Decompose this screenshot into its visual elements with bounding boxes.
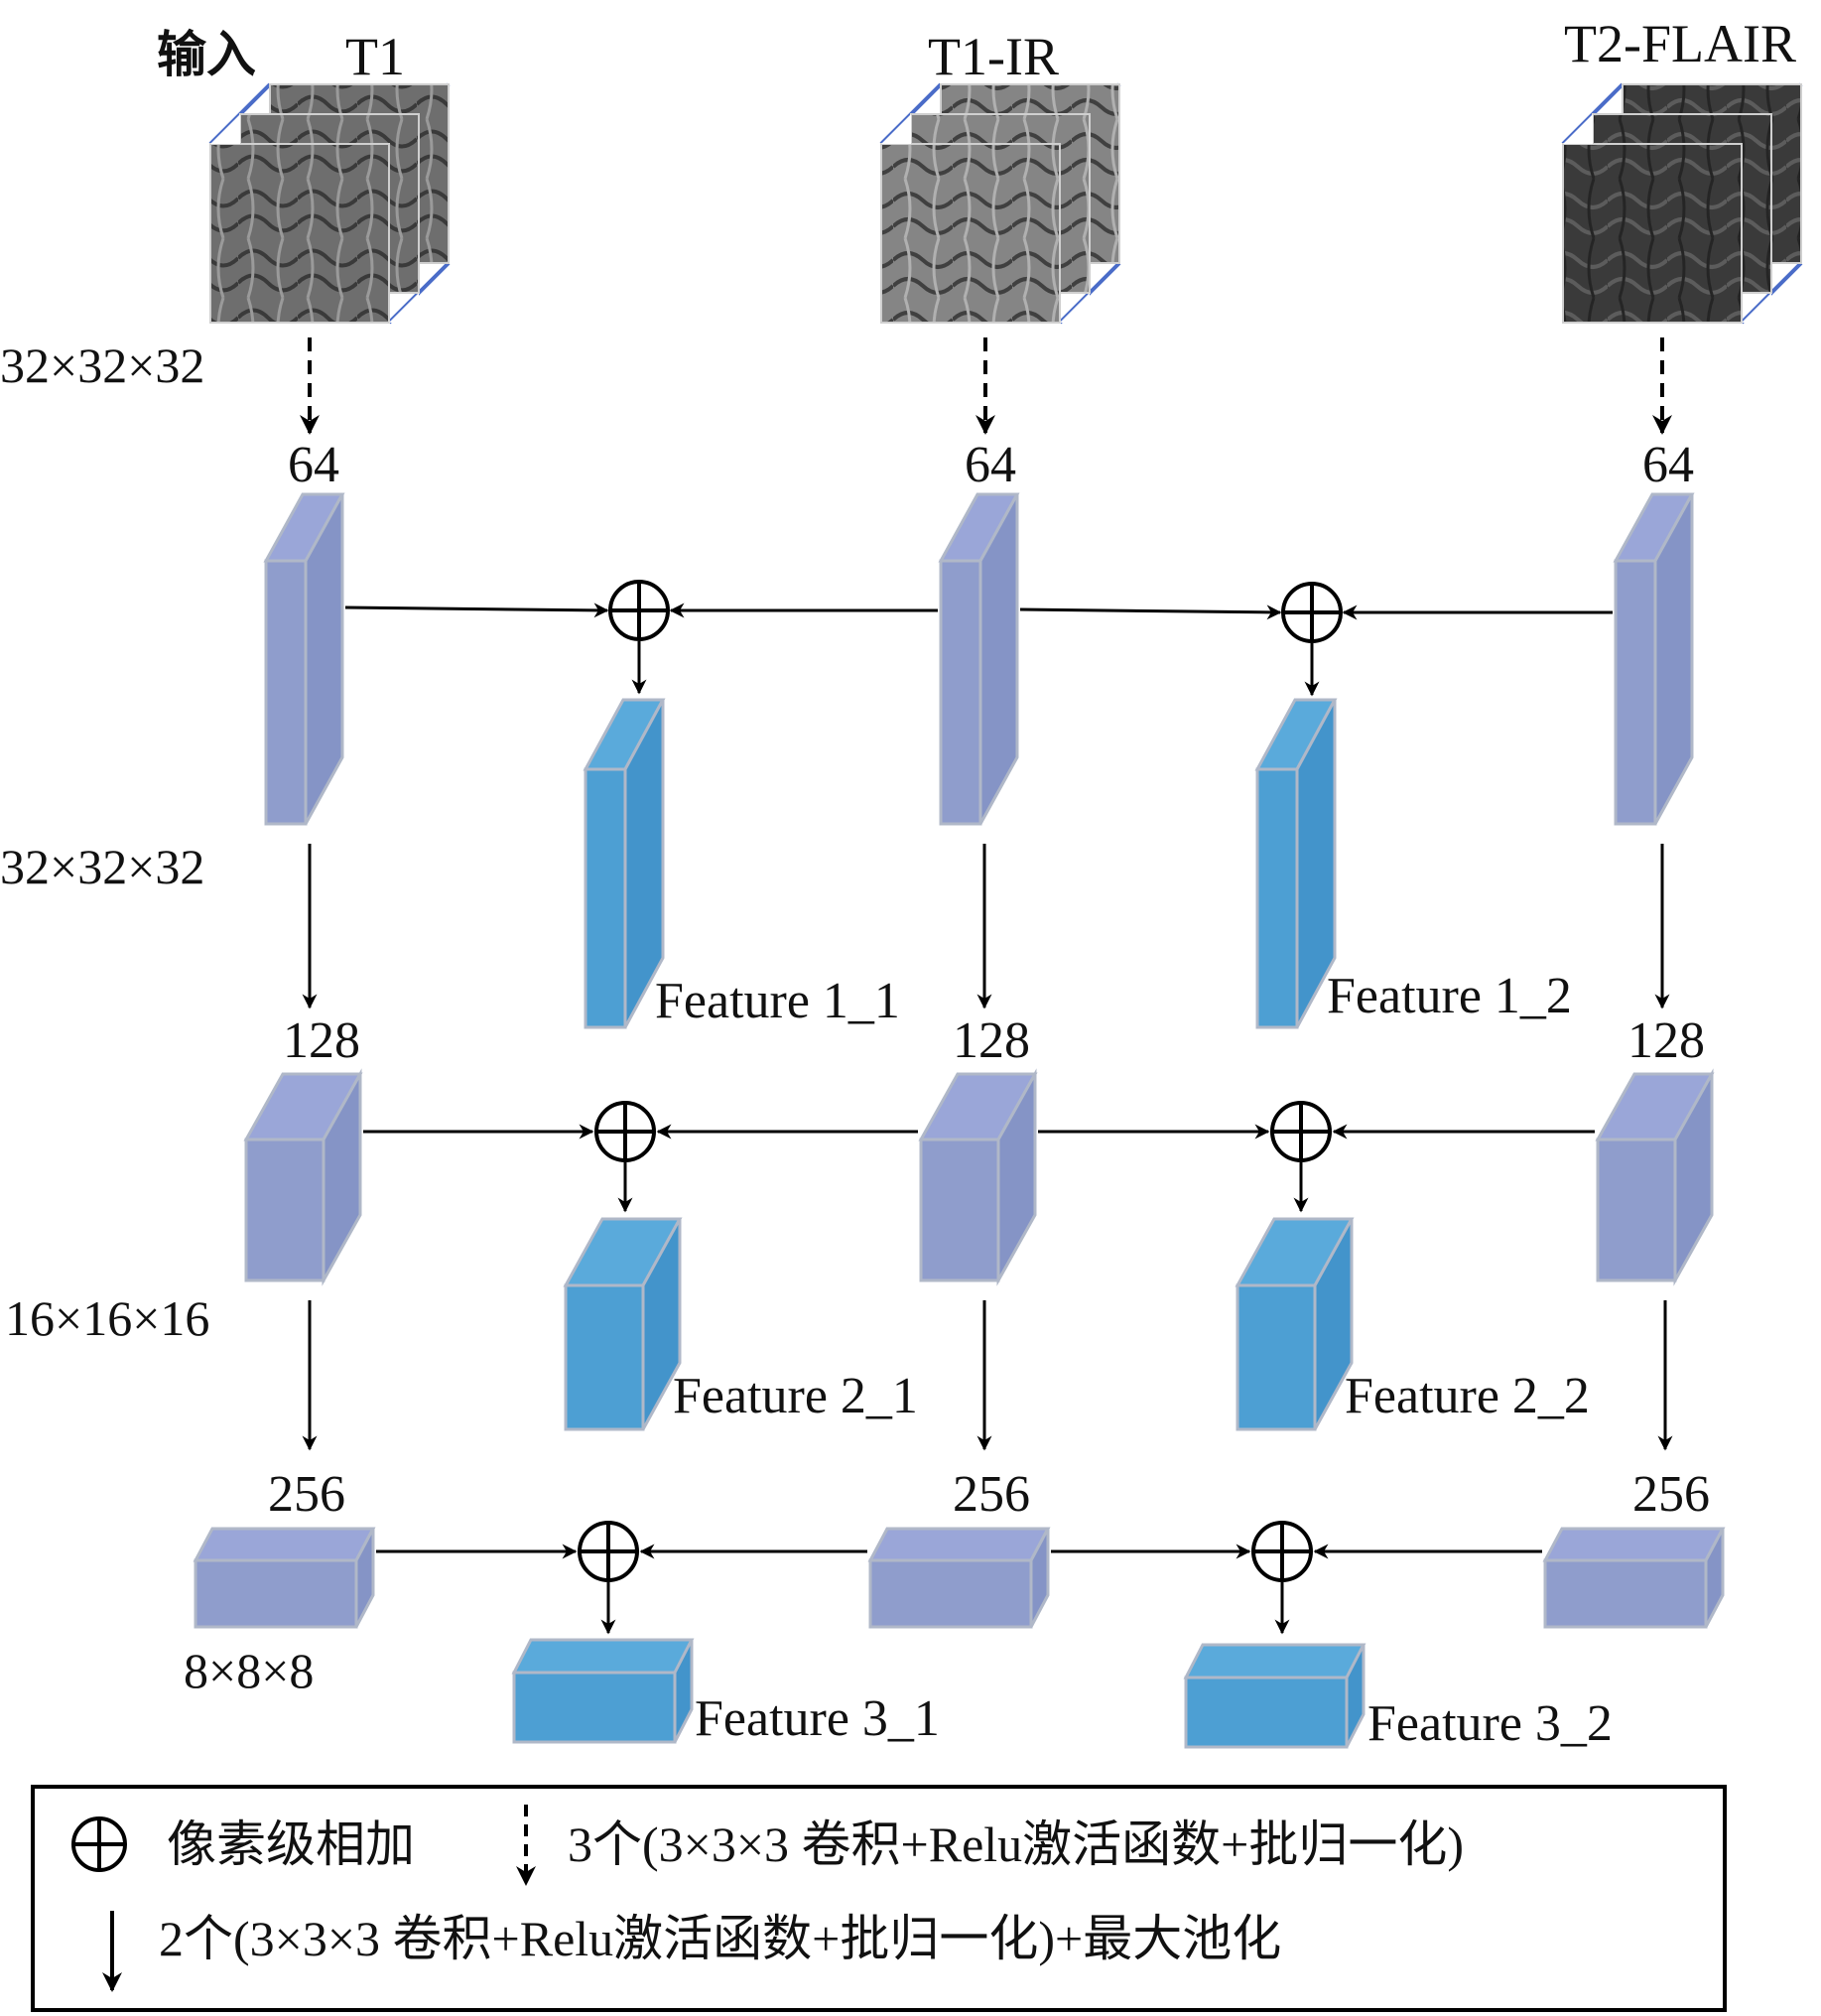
pixel-add-icon-1-1 <box>608 580 670 641</box>
feature-block-3-1 <box>511 1638 695 1744</box>
feature-block-3-2 <box>1183 1643 1366 1749</box>
scan-t2-flair: T2-FLAIR <box>1561 14 1803 325</box>
feature-block-2-1 <box>563 1217 683 1431</box>
encoder-block-1-t1-ir <box>938 492 1020 826</box>
pixel-add-icon-3-1 <box>578 1521 639 1582</box>
feature-label-2-1: Feature 2_1 <box>673 1368 918 1424</box>
scan-t1: T1 <box>208 27 451 325</box>
feature-block-1-1 <box>583 698 666 1029</box>
encoder-block-1-t1 <box>263 492 345 826</box>
input-label: 输入 <box>157 26 256 83</box>
feature-block-2-2 <box>1235 1217 1355 1431</box>
pixel-add-icon-3-2 <box>1251 1521 1313 1582</box>
scan-t1-ir: T1-IR <box>879 27 1121 325</box>
encoder-block-1-t2-flair <box>1613 492 1695 826</box>
encoder-block-3-t1 <box>193 1527 376 1629</box>
pixel-add-icon-1-2 <box>1281 582 1343 643</box>
modality-label-t1-ir: T1-IR <box>928 27 1059 86</box>
stage1-size-label: 32×32×32 <box>0 839 204 894</box>
feature-label-3-1: Feature 3_1 <box>695 1690 940 1747</box>
stage1-channels-t1-ir: 64 <box>965 437 1016 493</box>
input-size-label: 32×32×32 <box>0 337 204 393</box>
stage1-channels-t2-flair: 64 <box>1642 437 1694 493</box>
feature-label-2-2: Feature 2_2 <box>1345 1368 1590 1424</box>
modality-label-t2-flair: T2-FLAIR <box>1564 14 1796 73</box>
feature-label-1-2: Feature 1_2 <box>1327 968 1572 1024</box>
legend-dashed-text: 3个(3×3×3 卷积+Relu激活函数+批归一化) <box>568 1816 1464 1872</box>
feature-label-1-1: Feature 1_1 <box>655 973 900 1029</box>
stage3-channels-t1: 256 <box>268 1466 345 1523</box>
pixel-add-icon-2-2 <box>1270 1101 1332 1162</box>
stage1-channels-t1: 64 <box>288 437 339 493</box>
encoder-block-2-t1 <box>243 1068 363 1286</box>
encoder-block-2-t2-flair <box>1595 1068 1715 1286</box>
stage3-channels-t2-flair: 256 <box>1632 1466 1710 1523</box>
legend-plus-text: 像素级相加 <box>167 1816 415 1872</box>
encoder-block-3-t2-flair <box>1542 1527 1726 1629</box>
legend-solid-text: 2个(3×3×3 卷积+Relu激活函数+批归一化)+最大池化 <box>159 1911 1281 1966</box>
stage2-size-label: 16×16×16 <box>5 1290 209 1346</box>
feature-label-3-2: Feature 3_2 <box>1367 1695 1613 1752</box>
stage3-size-label: 8×8×8 <box>184 1643 314 1698</box>
stage2-channels-t1-ir: 128 <box>953 1012 1030 1069</box>
legend-pixel-add-icon <box>71 1816 127 1872</box>
legend: 像素级相加 3个(3×3×3 卷积+Relu激活函数+批归一化) 2个(3×3×… <box>31 1785 1727 2012</box>
stage2-channels-t1: 128 <box>283 1012 360 1069</box>
encoder-block-3-t1-ir <box>867 1527 1051 1629</box>
pixel-add-icon-2-1 <box>594 1101 656 1162</box>
encoder-block-2-t1-ir <box>918 1068 1038 1286</box>
stage3-channels-t1-ir: 256 <box>953 1466 1030 1523</box>
stage2-channels-t2-flair: 128 <box>1627 1012 1705 1069</box>
modality-label-t1: T1 <box>345 27 405 86</box>
feature-block-1-2 <box>1254 698 1338 1029</box>
